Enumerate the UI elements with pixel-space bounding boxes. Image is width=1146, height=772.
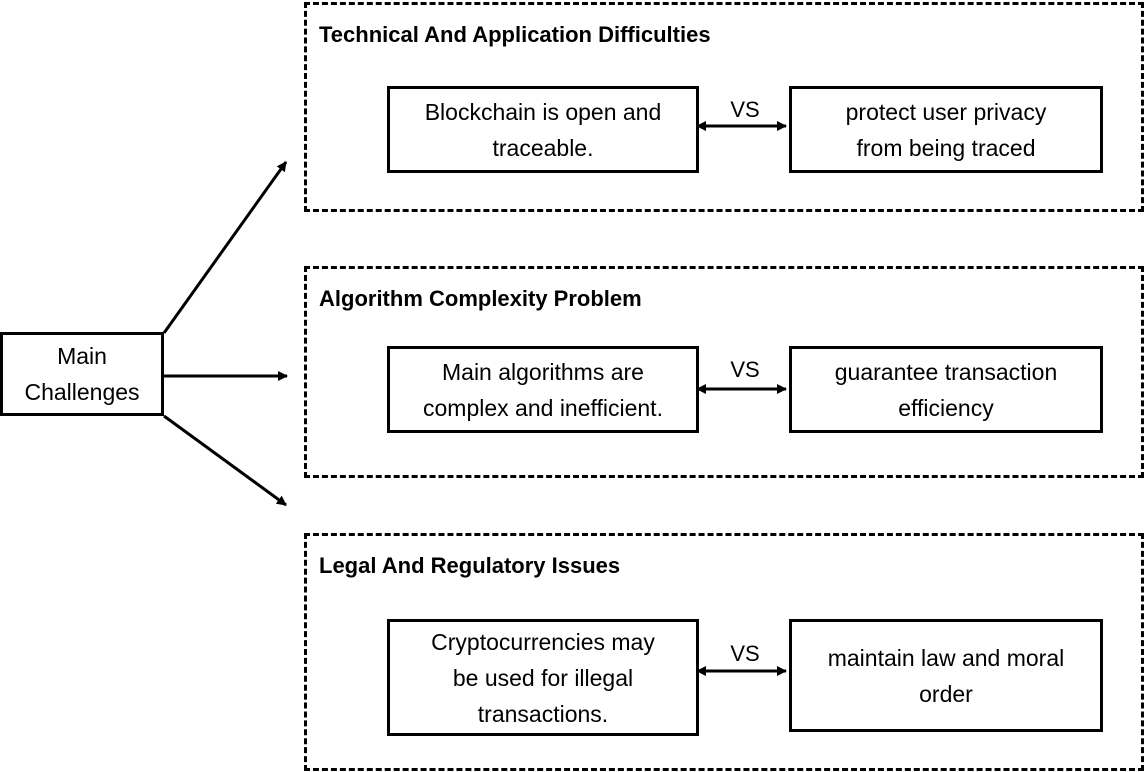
problem-line: transactions. <box>477 700 609 727</box>
problem-box: Cryptocurrencies may be used for illegal… <box>387 619 699 736</box>
problem-line: traceable. <box>492 134 594 161</box>
problem-line: Main algorithms are <box>442 358 644 385</box>
vs-label: VS <box>730 357 760 382</box>
goal-box: maintain law and moral order <box>789 619 1103 732</box>
goal-line: guarantee transaction <box>834 358 1058 385</box>
group-title: Legal And Regulatory Issues <box>319 553 621 578</box>
goal-line: efficiency <box>898 394 994 421</box>
goal-line: from being traced <box>856 134 1036 161</box>
group-technical: Technical And Application Difficulties B… <box>304 2 1144 212</box>
group-title: Algorithm Complexity Problem <box>319 286 642 311</box>
problem-box: Blockchain is open and traceable. <box>387 86 699 173</box>
main-challenges-box: Main Challenges <box>0 332 164 416</box>
problem-line: be used for illegal <box>452 664 634 691</box>
arrow-to-legal <box>163 414 287 507</box>
vs-label: VS <box>730 641 760 666</box>
goal-line: order <box>919 680 973 707</box>
goal-box: protect user privacy from being traced <box>789 86 1103 173</box>
problem-line: complex and inefficient. <box>423 394 663 421</box>
goal-line: protect user privacy <box>845 98 1047 125</box>
vs-label: VS <box>730 97 760 122</box>
root-label-line2: Challenges <box>24 379 140 405</box>
group-algorithm: Algorithm Complexity Problem Main algori… <box>304 266 1144 478</box>
problem-box: Main algorithms are complex and ineffici… <box>387 346 699 433</box>
goal-box: guarantee transaction efficiency <box>789 346 1103 433</box>
goal-line: maintain law and moral <box>827 644 1065 671</box>
root-label-line1: Main <box>57 343 107 369</box>
group-legal: Legal And Regulatory Issues Cryptocurren… <box>304 533 1144 771</box>
problem-line: Blockchain is open and <box>424 98 662 125</box>
arrow-to-technical <box>162 161 288 334</box>
group-title: Technical And Application Difficulties <box>319 22 711 47</box>
problem-line: Cryptocurrencies may <box>431 628 655 655</box>
